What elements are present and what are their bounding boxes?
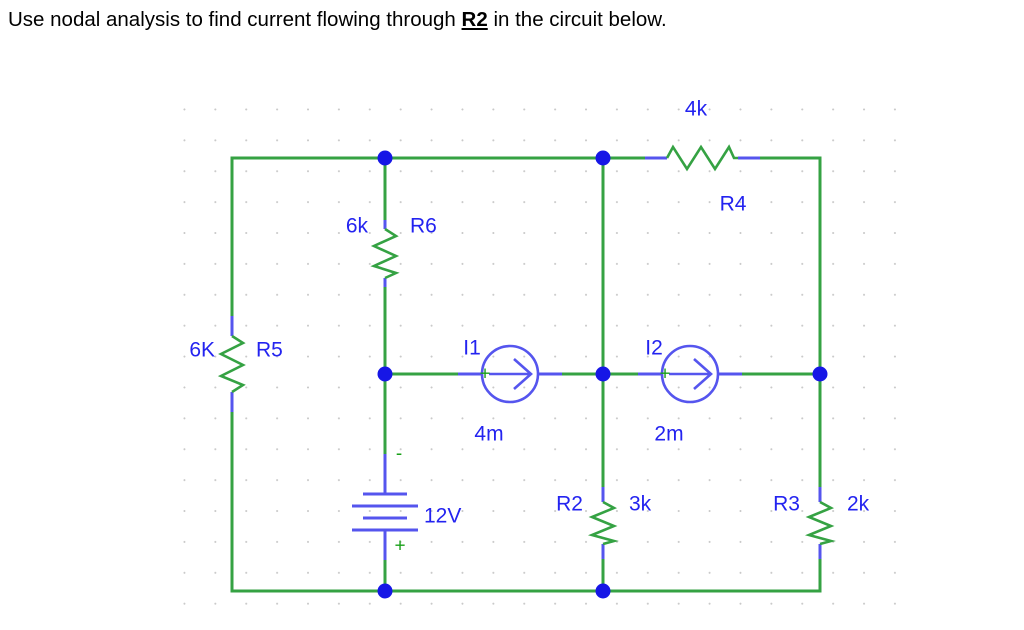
question-text-before: Use nodal analysis to find current flowi… bbox=[8, 8, 462, 31]
component-lead-layer bbox=[230, 156, 822, 560]
node-dot-bottom-left bbox=[377, 583, 393, 599]
node-dot-mid-left bbox=[377, 366, 393, 382]
resistor-body-r4 bbox=[665, 144, 738, 172]
node-dot-top-left bbox=[377, 150, 393, 166]
resistor-body-r6 bbox=[370, 227, 400, 280]
label-i2-value: 2m bbox=[654, 422, 684, 446]
resistor-body-r3 bbox=[804, 500, 836, 546]
current-source-i1-arrow bbox=[489, 358, 533, 390]
label-r6-value: 6k bbox=[345, 214, 368, 238]
label-r5-designator: R5 bbox=[256, 338, 283, 362]
battery-plus-sign: + bbox=[394, 535, 406, 557]
battery-minus-sign: - bbox=[395, 443, 403, 465]
wire-layer bbox=[230, 156, 822, 593]
schematic-dot-grid bbox=[168, 93, 916, 623]
current-source-i1-plus-sign: + bbox=[479, 363, 491, 385]
current-source-i2-circle bbox=[660, 344, 720, 404]
resistor-body-r2 bbox=[587, 500, 619, 546]
battery-plate-layer bbox=[352, 492, 418, 532]
label-r2-value: 3k bbox=[629, 492, 652, 516]
node-dot-layer bbox=[377, 150, 828, 599]
node-dot-mid-right bbox=[812, 366, 828, 382]
question-emphasis-r2: R2 bbox=[461, 8, 488, 31]
page-title: Use nodal analysis to find current flowi… bbox=[8, 5, 1018, 35]
node-dot-bottom-mid bbox=[595, 583, 611, 599]
schematic-drawing bbox=[217, 144, 836, 599]
label-v1-value: 12V bbox=[424, 504, 462, 528]
label-r2-designator: R2 bbox=[556, 492, 583, 516]
label-r3-value: 2k bbox=[847, 492, 870, 516]
current-source-i2-plus-sign: + bbox=[659, 363, 671, 385]
question-text-after: in the circuit below. bbox=[487, 8, 667, 31]
resistor-body-layer bbox=[217, 144, 836, 546]
label-r4-value: 4k bbox=[684, 97, 708, 121]
circuit-schematic: 4k R4 6k R6 6K R5 I1 4m I2 2m 12V - + + … bbox=[0, 62, 1024, 630]
label-i1-value: 4m bbox=[474, 422, 504, 446]
current-source-i1-circle bbox=[480, 344, 540, 404]
label-i1-designator: I1 bbox=[463, 336, 481, 360]
node-dot-mid-center bbox=[595, 366, 611, 382]
label-r3-designator: R3 bbox=[773, 492, 800, 516]
resistor-body-r5 bbox=[217, 334, 246, 394]
label-r4-designator: R4 bbox=[719, 192, 747, 216]
current-source-i2-arrow bbox=[669, 358, 713, 390]
label-i2-designator: I2 bbox=[645, 336, 663, 360]
current-source-layer bbox=[480, 344, 720, 404]
label-r6-designator: R6 bbox=[410, 214, 437, 238]
label-r5-value: 6K bbox=[189, 338, 215, 362]
node-dot-top-mid bbox=[595, 150, 611, 166]
